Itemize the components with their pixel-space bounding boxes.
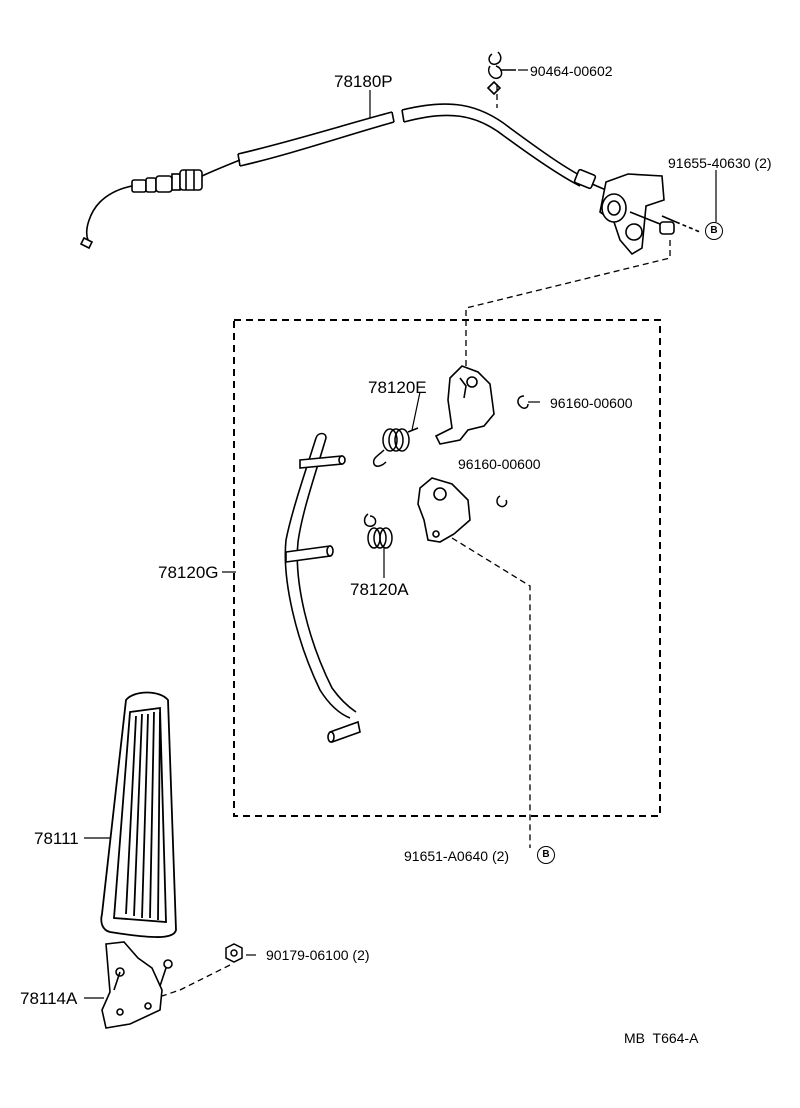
- label-spring-a: 78120A: [350, 580, 409, 599]
- label-cable: 78180P: [334, 72, 393, 91]
- pedal-pad: [100, 691, 177, 938]
- dashed-reference-lines: [161, 84, 671, 997]
- label-clip-upper: 96160-00600: [550, 395, 633, 411]
- cable-clip: [487, 51, 516, 80]
- pedal-lever-rod: [284, 432, 361, 744]
- reference-marker-b-bottom: B: [537, 846, 555, 864]
- label-hinge-nut: 90179-06100 (2): [266, 947, 370, 963]
- label-spring-e: 78120E: [368, 378, 427, 397]
- return-spring-upper: [372, 427, 419, 467]
- retaining-clips: [496, 395, 529, 508]
- label-pedal: 78111: [34, 829, 79, 848]
- leader-lines: [84, 69, 717, 999]
- return-spring-lower: [363, 513, 393, 549]
- diagram-code: MB T664-A: [624, 1030, 699, 1046]
- cable-bracket: [599, 173, 701, 256]
- lower-bracket: [417, 477, 471, 543]
- label-lever-assy: 78120G: [158, 563, 219, 582]
- label-cable-clip: 90464-00602: [530, 63, 613, 79]
- accelerator-cable: [79, 80, 607, 250]
- label-bracket-bolt: 91655-40630 (2): [668, 155, 772, 171]
- label-pedal-bolt: 91651-A0640 (2): [404, 848, 510, 864]
- hinge-bracket: [101, 941, 173, 1029]
- hinge-nut: [225, 943, 243, 963]
- assembly-boundary-box: [233, 319, 661, 817]
- label-hinge-bracket: 78114A: [20, 989, 78, 1008]
- reference-marker-b-top: B: [705, 222, 723, 240]
- label-clip-lower: 96160-00600: [458, 456, 541, 472]
- upper-bracket: [434, 365, 495, 445]
